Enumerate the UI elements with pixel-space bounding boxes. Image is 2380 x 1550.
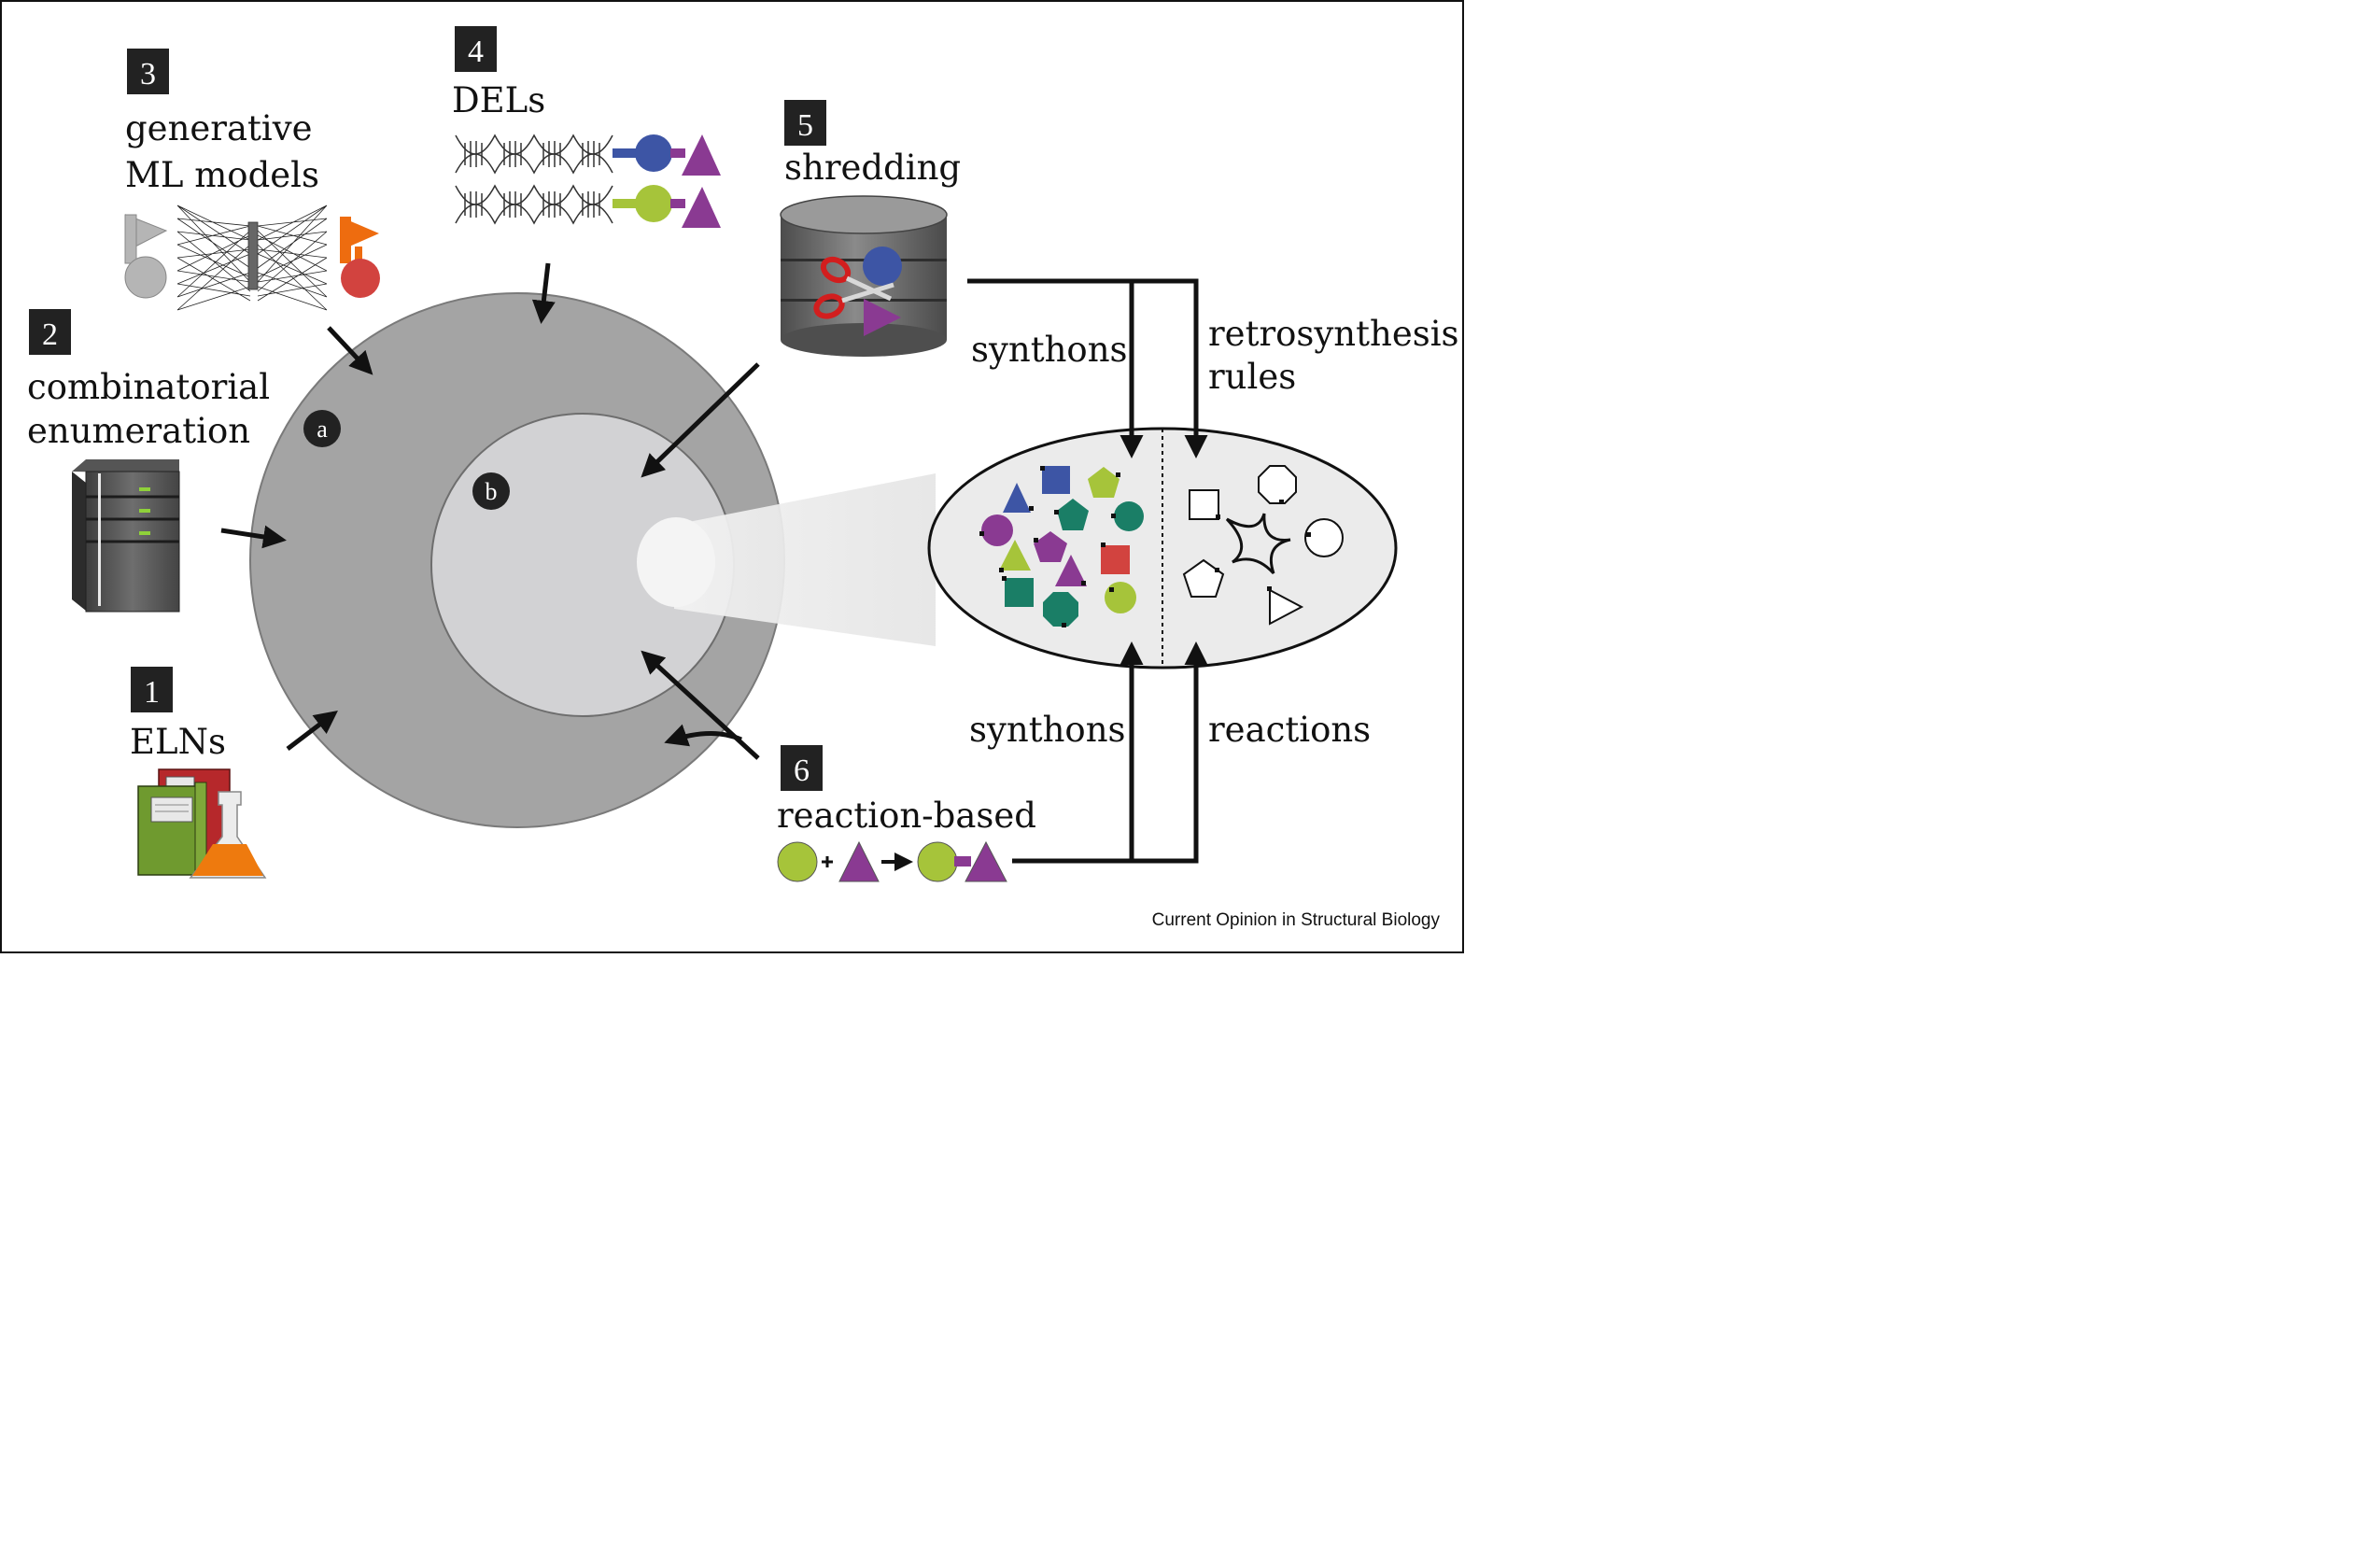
orange-red-output-molecule-icon — [340, 217, 380, 298]
purple-triangle — [1055, 555, 1087, 586]
purple-circle — [981, 514, 1013, 546]
zoom-origin — [637, 517, 715, 607]
blue-triangle — [1003, 483, 1031, 513]
teal-square — [1005, 578, 1034, 607]
step-1-badge: 1 — [131, 667, 173, 712]
flask-icon — [189, 791, 267, 879]
step-3-label-line1: generative — [125, 108, 313, 148]
step-1-label: ELNs — [130, 722, 226, 762]
arrow-generative-to-a — [327, 326, 373, 375]
lime-circle — [1105, 582, 1136, 613]
lime-triangle — [999, 540, 1031, 571]
reaction-to-reactions-line — [1132, 641, 1208, 864]
lime-pentagon — [1088, 467, 1120, 498]
step-2-badge: 2 — [29, 309, 71, 355]
lime-reactant-circle — [777, 841, 818, 882]
shredded-purple-fragment — [864, 299, 901, 336]
dna-strand-2-icon — [455, 184, 613, 225]
chemical-space-diagram: a b 3 4 5 2 1 — [27, 26, 1459, 930]
notebooks-icon — [137, 768, 231, 876]
generative-model-illustration — [124, 204, 380, 311]
region-a-badge: a — [303, 410, 341, 447]
arrow-shredding-to-b — [641, 362, 760, 478]
step-2-label-line1: combinatorial — [27, 367, 270, 407]
reaction-star-icon — [1225, 513, 1291, 575]
attachment-points-white — [1215, 500, 1311, 591]
purple-reactant-triangle — [838, 840, 880, 882]
dna-strand-1-icon — [455, 134, 613, 175]
teal-circle — [1114, 501, 1144, 531]
blue-square — [1042, 466, 1070, 494]
shredding-database-icon — [780, 195, 948, 357]
shredding-to-retrosynthesis-line — [1132, 278, 1208, 458]
attachment-points — [979, 466, 1120, 627]
del-illustration — [455, 134, 721, 228]
zoom-beam — [674, 473, 936, 646]
step-5-badge: 5 — [784, 100, 826, 146]
journal-credit: Current Opinion in Structural Biology — [1152, 910, 1441, 930]
step-3-number: 3 — [140, 57, 156, 92]
arrow-elns-to-a — [286, 710, 338, 751]
step-labels: generative ML models DELs shredding comb… — [27, 80, 1036, 836]
step-4-number: 4 — [468, 35, 484, 69]
reaction-scheme — [777, 840, 1007, 882]
step-4-badge: 4 — [455, 26, 497, 72]
flow-label-synthons-bottom: synthons — [969, 710, 1126, 750]
region-b-label: b — [486, 478, 498, 505]
step-2-number: 2 — [42, 317, 58, 352]
synthon-shapes — [979, 466, 1144, 627]
step-6-number: 6 — [794, 754, 810, 788]
del-2-building-blocks — [613, 185, 721, 228]
step-5-number: 5 — [797, 108, 813, 143]
step-2-label-line2: enumeration — [27, 411, 250, 451]
step-3-label-line2: ML models — [125, 155, 319, 195]
white-triangle — [1269, 588, 1304, 626]
flow-label-rules: rules — [1208, 357, 1296, 397]
del-1-building-blocks — [613, 134, 721, 176]
connector-lines — [967, 278, 1208, 864]
flow-label-retrosynthesis: retrosynthesis — [1208, 314, 1459, 354]
server-icon — [72, 459, 180, 613]
arrow-reaction-to-a — [664, 724, 743, 747]
red-square — [1101, 545, 1130, 574]
inflow-arrows — [220, 262, 760, 760]
flow-labels: synthons retrosynthesis rules synthons r… — [969, 314, 1459, 750]
plus-icon — [822, 856, 833, 867]
diagram-canvas: a b 3 4 5 2 1 — [0, 0, 1464, 953]
arrow-dels-to-a — [531, 262, 556, 324]
flow-label-synthons-top: synthons — [971, 330, 1128, 370]
flow-label-reactions: reactions — [1208, 710, 1371, 750]
shredded-blue-fragment — [863, 247, 902, 286]
white-square — [1189, 489, 1219, 520]
purple-pentagon — [1034, 531, 1067, 562]
step-1-number: 1 — [144, 675, 160, 710]
white-circle — [1304, 518, 1344, 557]
white-octagon — [1258, 465, 1297, 504]
teal-octagon — [1043, 592, 1078, 627]
region-b-badge: b — [472, 472, 510, 510]
step-5-label: shredding — [784, 148, 961, 188]
neural-network-icon — [176, 204, 328, 311]
step-badges: 3 4 5 2 1 6 — [29, 26, 826, 791]
region-a-label: a — [317, 416, 328, 443]
retrosynthesis-shapes — [1182, 465, 1344, 626]
step-4-label: DELs — [452, 80, 545, 120]
step-6-label: reaction-based — [777, 796, 1036, 836]
grey-input-molecule-icon — [124, 214, 168, 299]
arrow-enumeration-to-a — [220, 525, 287, 549]
white-pentagon — [1182, 558, 1225, 598]
product-molecule — [917, 840, 1007, 882]
scissors-icon — [813, 256, 894, 319]
step-3-badge: 3 — [127, 49, 169, 94]
teal-pentagon-1 — [1057, 499, 1089, 530]
step-6-badge: 6 — [781, 745, 823, 791]
